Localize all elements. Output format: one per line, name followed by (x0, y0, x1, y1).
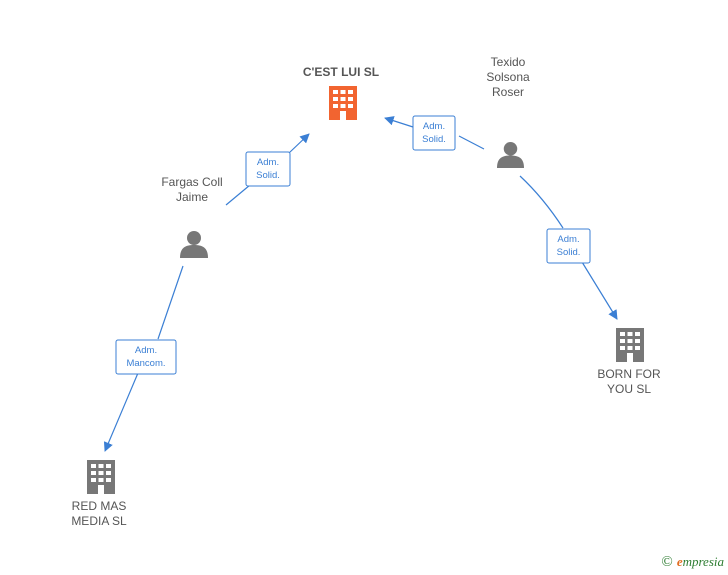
edge-texido-to-cest-lui: Adm. Solid. (385, 115, 485, 151)
node-label: Jaime (176, 190, 208, 204)
edge-label-box (546, 228, 591, 264)
edge-label-text: Adm. (423, 121, 445, 132)
edge-label-text: Solid. (422, 134, 446, 145)
node-label: C'EST LUI SL (303, 65, 379, 79)
edge-label-box (115, 339, 177, 375)
building-icon (87, 460, 115, 494)
edges-layer: Adm. Solid. Adm. Solid. Adm. Solid. Adm. Mancom… (105, 116, 617, 451)
edge-line (519, 175, 617, 319)
person-icon (180, 231, 208, 258)
edge-line (105, 265, 184, 451)
edge-line (225, 134, 309, 206)
node-label: RED MAS (72, 499, 127, 513)
edge-label-text: Solid. (557, 247, 581, 258)
edge-label-text: Adm. (257, 157, 279, 168)
edge-fargas-to-red-mas: Adm. Mancom. (105, 265, 184, 451)
edge-texido-to-born-for-you: Adm. Solid. (519, 175, 617, 319)
edge-label-box (245, 151, 291, 187)
node-cest-lui[interactable]: C'EST LUI SL (303, 65, 379, 120)
node-label: Fargas Coll (161, 175, 222, 189)
person-icon (497, 141, 524, 168)
node-label: YOU SL (607, 382, 651, 396)
node-label: BORN FOR (597, 367, 661, 381)
building-icon (329, 86, 357, 120)
building-icon (616, 328, 644, 362)
brand-initial: e (676, 554, 683, 569)
brand-name: mpresia (682, 554, 724, 569)
node-label: MEDIA SL (71, 514, 127, 528)
copyright-icon: © (661, 554, 673, 570)
node-label: Solsona (486, 70, 530, 84)
footer-brand: ©empresia (661, 554, 724, 571)
node-label: Texido (491, 55, 526, 69)
edge-label-text: Adm. (557, 234, 579, 245)
edge-label-box (412, 115, 456, 151)
edge-label-text: Adm. (135, 345, 157, 356)
node-label: Roser (492, 85, 524, 99)
edge-line (385, 118, 485, 150)
edge-label-text: Mancom. (126, 358, 165, 369)
edge-label-text: Solid. (256, 170, 280, 181)
edge-fargas-to-cest-lui: Adm. Solid. (225, 134, 309, 206)
